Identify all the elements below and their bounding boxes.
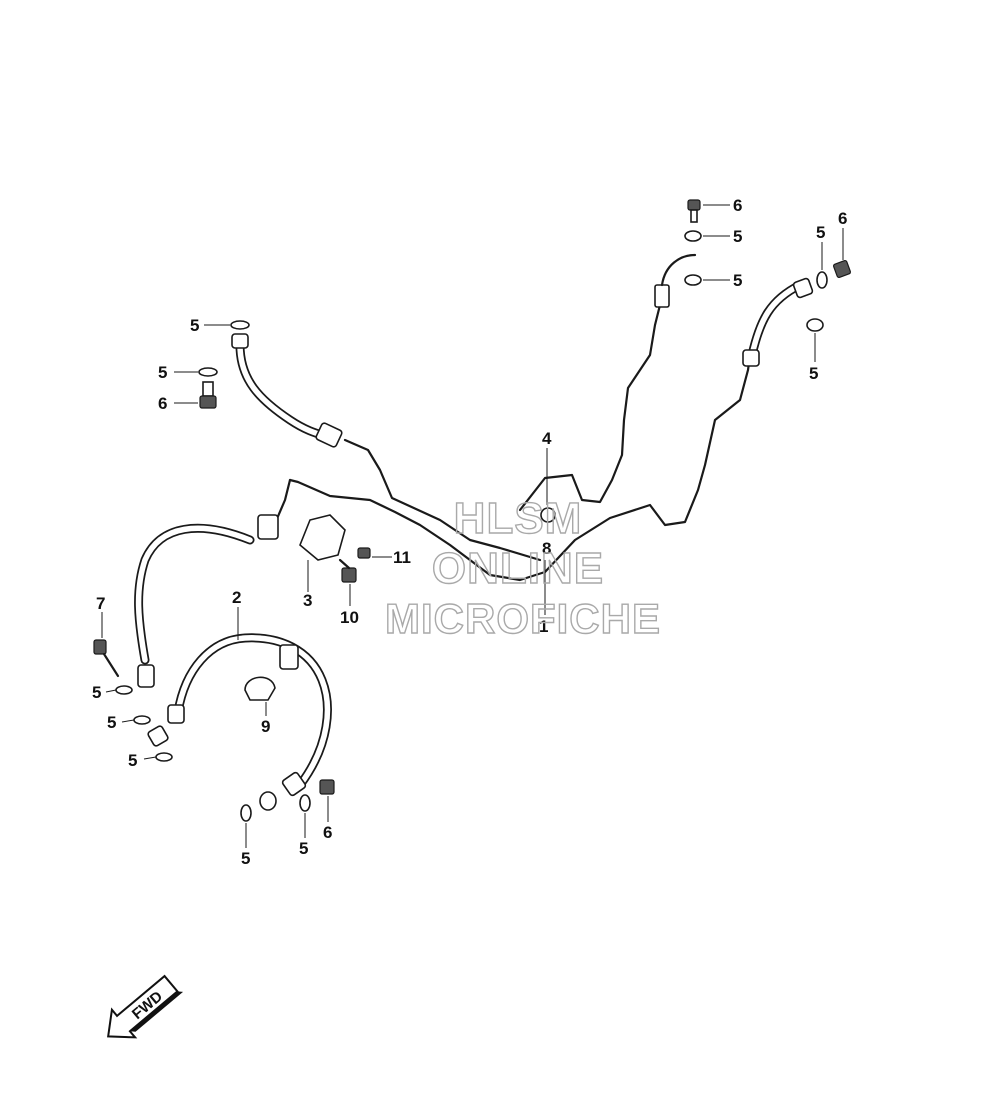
callout-9: 9 bbox=[261, 717, 270, 736]
washer-5-top-a bbox=[684, 230, 702, 242]
callout-5: 5 bbox=[158, 363, 167, 382]
callout-5: 5 bbox=[241, 849, 250, 868]
callout-5: 5 bbox=[809, 364, 818, 383]
leader-lines bbox=[101, 204, 844, 848]
washer-5-lower-b bbox=[133, 715, 151, 725]
callout-1: 1 bbox=[539, 617, 548, 636]
bolt-6-right-top bbox=[832, 259, 852, 279]
hose-joint-3 bbox=[257, 514, 279, 540]
banjo-eye-lower bbox=[259, 791, 277, 811]
callout-7: 7 bbox=[96, 594, 105, 613]
bolt-6-top bbox=[687, 199, 701, 211]
callout-6: 6 bbox=[323, 823, 332, 842]
callouts: 6 5 5 5 6 5 5 5 6 4 8 1 11 3 10 7 2 9 5 … bbox=[92, 196, 847, 868]
watermark-line-2: ONLINE bbox=[432, 544, 604, 593]
brake-pipe-1 bbox=[288, 353, 752, 582]
washer-5-top-b bbox=[684, 274, 702, 286]
watermark: HLSM ONLINE MICROFICHE bbox=[384, 493, 661, 642]
callout-5: 5 bbox=[733, 271, 742, 290]
fwd-arrow-icon: FWD bbox=[107, 974, 184, 1039]
bolt-6-bottom bbox=[319, 779, 335, 795]
brake-pipe-left bbox=[343, 438, 542, 562]
callout-3: 3 bbox=[303, 591, 312, 610]
callout-5: 5 bbox=[816, 223, 825, 242]
callout-5: 5 bbox=[190, 316, 199, 335]
callout-6: 6 bbox=[733, 196, 742, 215]
washer-5-left-b bbox=[198, 367, 218, 377]
fittings bbox=[137, 253, 814, 811]
callout-11: 11 bbox=[393, 548, 411, 567]
washer-5-bottom-b bbox=[299, 794, 311, 812]
pipe-bend-upper-center bbox=[660, 253, 697, 287]
washer-5-right-top bbox=[816, 271, 828, 289]
washer-5-bottom-a bbox=[240, 804, 252, 822]
callout-5: 5 bbox=[107, 713, 116, 732]
pipe-union-upper-center bbox=[654, 284, 670, 308]
callout-5: 5 bbox=[733, 227, 742, 246]
washer-5-left-a bbox=[230, 320, 250, 330]
callout-2: 2 bbox=[232, 588, 241, 607]
hose-end-2-left bbox=[167, 704, 185, 724]
callout-5: 5 bbox=[128, 751, 137, 770]
hose-union-upper-right bbox=[742, 349, 760, 367]
washer-5-lower-c bbox=[155, 752, 173, 762]
bolt-10 bbox=[341, 567, 357, 583]
brake-hoses bbox=[134, 280, 805, 790]
hose-bracket-3 bbox=[299, 514, 346, 561]
banjo-fitting-upper-right bbox=[792, 277, 814, 299]
banjo-fitting-lower bbox=[281, 771, 307, 797]
callout-5: 5 bbox=[299, 839, 308, 858]
hose-union-2 bbox=[279, 644, 299, 670]
callout-5: 5 bbox=[92, 683, 101, 702]
watermark-line-1: HLSM bbox=[454, 494, 583, 543]
callout-4: 4 bbox=[542, 429, 552, 448]
bolt-11 bbox=[357, 547, 371, 559]
bolts-washers bbox=[93, 199, 852, 822]
hose-end-lower-left bbox=[137, 664, 155, 688]
watermark-line-3: MICROFICHE bbox=[385, 595, 661, 642]
washer-5-right-bottom bbox=[806, 318, 824, 332]
bolt-6-left bbox=[199, 395, 217, 409]
hose-union-left bbox=[315, 422, 343, 448]
callout-6: 6 bbox=[158, 394, 167, 413]
banjo-fitting-lower-left bbox=[147, 725, 169, 747]
washer-5-lower-a bbox=[115, 685, 133, 695]
hose-clamp-9 bbox=[244, 676, 276, 701]
bolt-7 bbox=[93, 639, 107, 655]
pipe-clamp-8 bbox=[540, 507, 556, 523]
callout-6: 6 bbox=[838, 209, 847, 228]
banjo-fitting-upper-left bbox=[231, 333, 249, 349]
callout-10: 10 bbox=[340, 608, 359, 627]
brake-pipe-4 bbox=[518, 303, 662, 512]
callout-8: 8 bbox=[542, 539, 551, 558]
